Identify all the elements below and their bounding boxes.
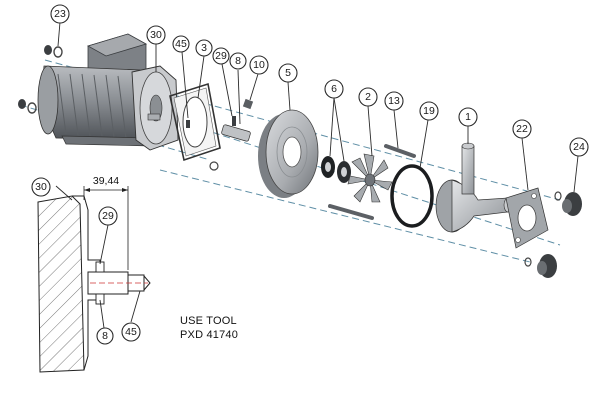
- electric-motor: [37, 33, 179, 151]
- svg-text:6: 6: [331, 83, 337, 95]
- detail-section-view: 39,44 30 29 8 45: [31, 175, 151, 373]
- dimension-label: 39,44: [93, 175, 119, 187]
- callout-29: 29: [212, 47, 230, 65]
- detail-callout-29: 29: [98, 206, 118, 226]
- svg-text:29: 29: [102, 210, 114, 222]
- knob-nuts-24: [524, 191, 582, 278]
- mechanical-seal-6: [321, 156, 351, 183]
- tie-rods-13: [328, 144, 416, 220]
- shaft-extension: [209, 116, 251, 171]
- callout-1: 1: [458, 107, 478, 127]
- svg-text:45: 45: [125, 326, 137, 338]
- svg-text:3: 3: [201, 42, 207, 54]
- svg-text:2: 2: [365, 91, 371, 103]
- key-45: [186, 120, 190, 128]
- pump-body-1: [435, 142, 513, 233]
- svg-text:1: 1: [465, 111, 471, 123]
- svg-text:23: 23: [54, 8, 66, 20]
- svg-text:8: 8: [102, 330, 108, 342]
- svg-text:45: 45: [175, 38, 187, 50]
- leader-lines: [57, 21, 579, 193]
- callout-30: 30: [146, 25, 166, 45]
- callout-19: 19: [419, 101, 439, 121]
- callout-23: 23: [50, 4, 70, 24]
- callout-3: 3: [195, 39, 213, 57]
- svg-text:5: 5: [285, 67, 291, 79]
- svg-text:30: 30: [35, 181, 47, 193]
- svg-text:13: 13: [388, 95, 400, 107]
- washer-and-nut-rear: [18, 99, 37, 114]
- callout-10: 10: [249, 55, 269, 75]
- detail-callout-45: 45: [121, 322, 141, 342]
- callout-5: 5: [278, 63, 298, 83]
- svg-text:8: 8: [235, 55, 241, 67]
- callout-22: 22: [512, 119, 532, 139]
- washer-and-nut-23: [44, 45, 63, 58]
- o-ring-19: [390, 164, 434, 228]
- seal-housing-5: [258, 109, 319, 198]
- detail-callout-8: 8: [96, 327, 114, 345]
- impeller-2: [347, 153, 393, 203]
- spacer-flange-3: [169, 82, 221, 162]
- callout-6: 6: [324, 79, 344, 99]
- svg-text:22: 22: [516, 123, 528, 135]
- svg-text:24: 24: [573, 141, 585, 153]
- callout-8: 8: [229, 52, 247, 70]
- svg-text:29: 29: [215, 50, 227, 62]
- svg-text:19: 19: [423, 105, 435, 117]
- tool-note-line2: PXD 41740: [180, 329, 239, 341]
- tool-note: USE TOOL PXD 41740: [180, 314, 238, 342]
- callout-45: 45: [172, 35, 190, 53]
- callout-24: 24: [569, 137, 589, 157]
- detail-callout-30: 30: [31, 177, 51, 197]
- nut-10: [242, 98, 254, 110]
- svg-text:10: 10: [253, 59, 265, 71]
- callout-13: 13: [384, 91, 404, 111]
- callout-2: 2: [358, 87, 378, 107]
- tool-note-line1: USE TOOL: [180, 315, 237, 327]
- flange-gasket-22: [505, 187, 549, 249]
- svg-text:30: 30: [150, 29, 162, 41]
